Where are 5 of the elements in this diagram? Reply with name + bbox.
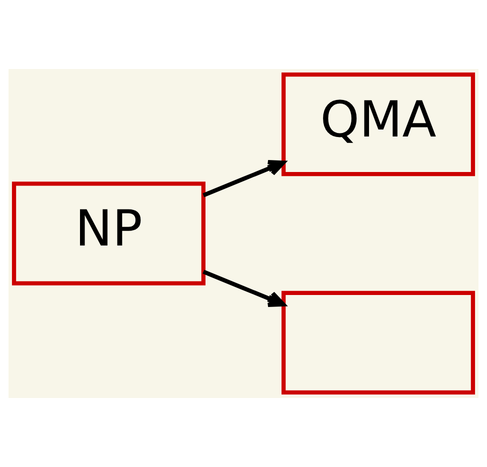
arrow: [202, 270, 286, 307]
node-box: [282, 290, 476, 395]
arrow: [202, 160, 286, 198]
node-box: QMA: [282, 72, 476, 176]
node-box: NP: [12, 182, 206, 286]
